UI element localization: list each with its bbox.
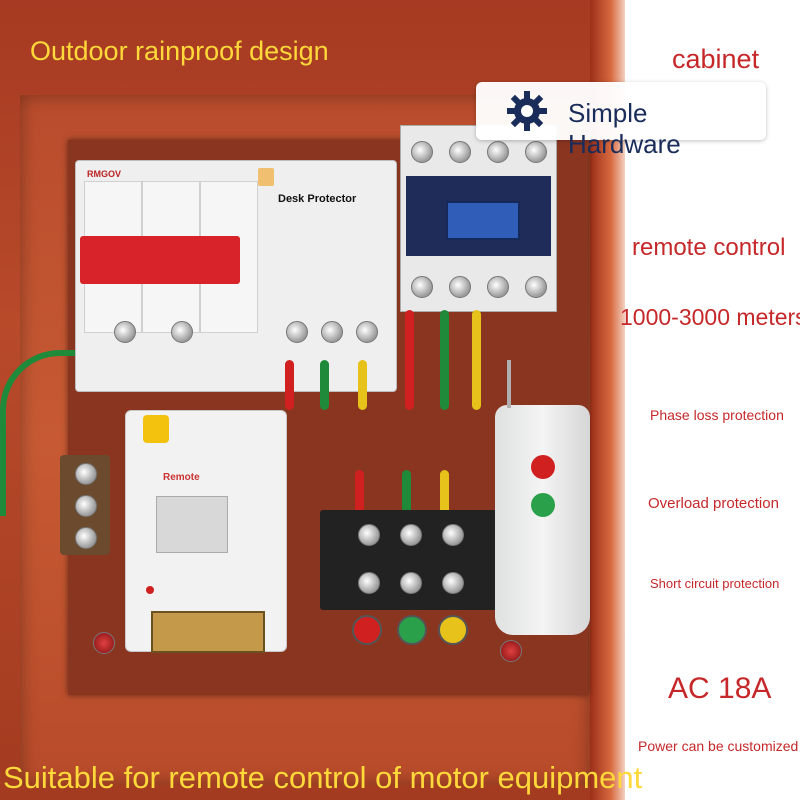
feature-remote-control: remote control [632,234,786,261]
screw [114,321,136,343]
red-wire [285,360,294,410]
feature-short-circuit: Short circuit protection [650,576,780,591]
screw [411,141,433,163]
ground-wire [0,350,126,516]
receiver-module [156,496,228,553]
screw [356,321,378,343]
contactor [400,125,557,312]
screw [411,276,433,298]
screw [400,524,422,546]
remote-antenna [507,360,511,408]
screw [442,524,464,546]
screw [449,276,471,298]
green-wire [402,470,411,515]
green-wire [440,310,449,410]
indicator-lamp [500,640,522,662]
terminal-block [320,510,505,610]
red-wire [405,310,414,410]
yellow-indicator-light [438,615,468,645]
feature-cabinet: cabinet [672,44,760,74]
contactor-window [446,201,520,240]
receiver-terminals [151,611,265,653]
status-led [146,586,154,594]
screw [525,141,547,163]
screw [286,321,308,343]
feature-customizable: Power can be customized [638,738,799,754]
screw [358,572,380,594]
red-indicator-light [352,615,382,645]
breaker-lever [80,236,240,284]
screw [75,495,97,517]
feature-current: AC 18A [668,672,772,705]
remote-start-button [531,493,555,517]
screw [321,321,343,343]
remote-receiver [125,410,287,653]
screw [75,463,97,485]
screw [449,141,471,163]
photo-caption: Suitable for remote control of motor equ… [3,760,643,795]
brand-logo: Simple Hardware [476,82,766,159]
yellow-wire [472,310,481,410]
screw [358,524,380,546]
screw [487,276,509,298]
yellow-cap [143,415,169,443]
test-button [258,168,274,186]
screw [525,276,547,298]
indicator-lamp [93,632,115,654]
receiver-brand: Remote [163,472,200,483]
yellow-wire [440,470,449,515]
breaker-brand: RMGOV [87,169,122,179]
green-wire [320,360,329,410]
brand-name: Simple Hardware [568,98,681,159]
feature-overload: Overload protection [648,495,779,512]
handheld-remote [495,360,590,635]
screw [75,527,97,549]
screw [171,321,193,343]
remote-stop-button [531,455,555,479]
feature-range: 1000-3000 meters [620,304,800,330]
green-indicator-light [397,615,427,645]
gear-icon [507,91,547,131]
screw [442,572,464,594]
red-wire [355,470,364,515]
screw [487,141,509,163]
product-photo: RMGOV Desk Protector Remote [0,0,625,800]
yellow-wire [358,360,367,410]
screw [400,572,422,594]
ground-terminal-bar [60,455,110,555]
photo-title: Outdoor rainproof design [30,36,329,66]
breaker-label: Desk Protector [278,193,357,205]
feature-phase-loss: Phase loss protection [650,407,784,423]
